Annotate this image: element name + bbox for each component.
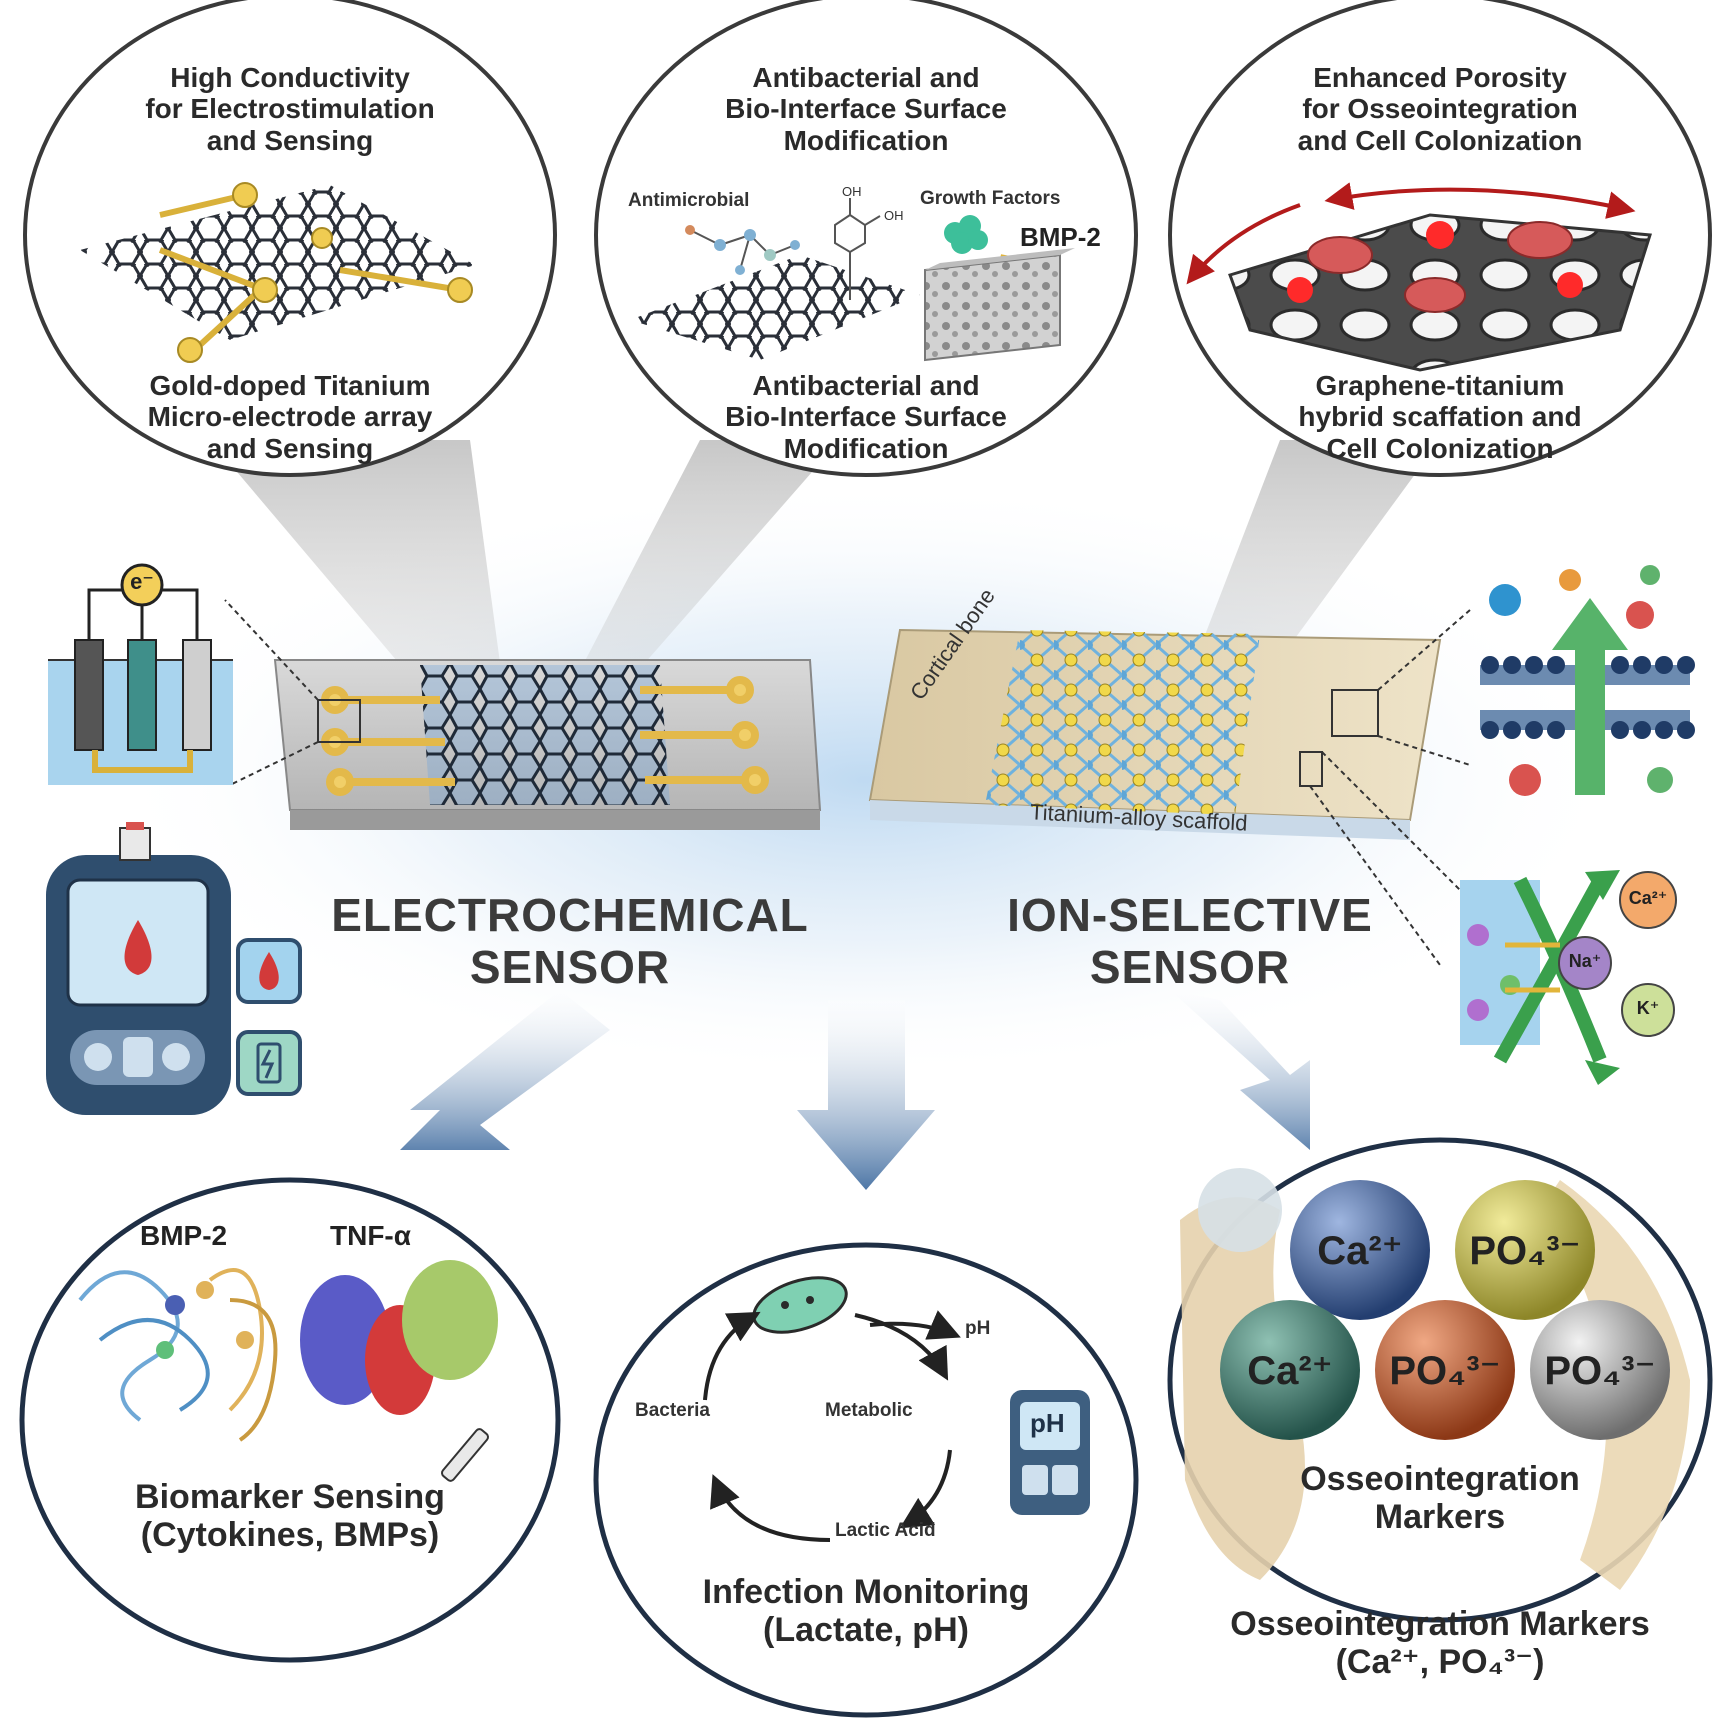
sphere-3: [1375, 1300, 1515, 1440]
flow-arrows: [400, 990, 1310, 1190]
growth-factors-label: Growth Factors: [920, 188, 1061, 209]
atoms: [685, 225, 800, 275]
ion-bubbles: [1558, 871, 1677, 1037]
sphere-4: [1530, 1300, 1670, 1440]
cycle-arrow-bacteria-up: [703, 1311, 761, 1401]
sphere-label-3: PO₄³⁻: [1389, 1349, 1501, 1393]
cycle-arrow-lactic-to-bacteria: [710, 1474, 831, 1542]
tnf-alpha-label: TNF-α: [330, 1220, 411, 1251]
sphere-label-4: PO₄³⁻: [1544, 1349, 1656, 1393]
bacterium-icon: [752, 1276, 848, 1334]
antimicrobial-label: Antimicrobial: [628, 190, 750, 211]
ph-meter-label: pH: [1030, 1408, 1065, 1438]
bmp2-label: BMP-2: [1020, 222, 1101, 252]
oh-label-2: OH: [884, 208, 904, 223]
sphere-label-0: Ca²⁺: [1317, 1229, 1403, 1273]
circle-infection: [593, 1242, 1139, 1718]
cycle-ph-label: pH: [965, 1318, 991, 1339]
tnf-alpha-surface: [300, 1260, 498, 1415]
ion-bubble-ca: [1619, 871, 1677, 929]
membrane-ion-channel-icon: [1480, 565, 1695, 796]
circle-conductivity: [23, 0, 557, 477]
cycle-arrow-to-ph: [869, 1310, 961, 1340]
cycle-arrow-bacteria-to-metabolic: [854, 1313, 949, 1381]
migration-arrow-left: [1186, 203, 1301, 285]
cycle-arrow-metabolic-to-lactic: [899, 1449, 952, 1529]
blood-drop-tile-icon: [236, 938, 302, 1004]
migration-arrow-top: [1324, 182, 1636, 219]
sphere-label-1: PO₄³⁻: [1469, 1229, 1581, 1273]
zoom-box: [317, 699, 361, 743]
cycle-bacteria-label: Bacteria: [635, 1400, 710, 1421]
glucometer-icon: [46, 822, 231, 1115]
oh-label-1: OH: [842, 184, 862, 199]
ph-meter-icon: [1010, 1390, 1090, 1515]
sphere-0: [1290, 1180, 1430, 1320]
graphene-sheet-gold: [80, 182, 475, 363]
upward-green-arrow-icon: [1552, 598, 1628, 795]
ion-ca-label: Ca²⁺: [1628, 888, 1668, 908]
porous-block: [924, 248, 1075, 362]
sphere-label-2: Ca²⁺: [1247, 1349, 1333, 1393]
circle-porosity: [1168, 0, 1712, 477]
bmp2-protein-ribbon: [78, 1268, 278, 1442]
sphere-2: [1220, 1300, 1360, 1440]
biomarker-caption: Biomarker Sensing(Cytokines, BMPs): [135, 1478, 445, 1555]
cycle-metabolic-label: Metabolic: [825, 1400, 913, 1421]
electrochemical-cell-icon: [48, 563, 233, 785]
ion-selective-chip: [868, 609, 1471, 966]
ion-na-label: Na⁺: [1568, 951, 1602, 971]
electron-symbol: e⁻: [130, 569, 154, 594]
electrochemical-chip: [224, 599, 822, 830]
battery-tile-icon: [236, 1030, 302, 1096]
sphere-1: [1455, 1180, 1595, 1320]
cycle-lactic-label: Lactic Acid: [835, 1520, 936, 1541]
zoom-box-upper: [1331, 689, 1379, 737]
circle-antibacterial: [594, 0, 1138, 477]
ion-bubble-na: [1558, 936, 1612, 990]
infection-caption: Infection Monitoring(Lactate, pH): [702, 1573, 1030, 1650]
red-flares: [1287, 221, 1583, 303]
ion-bubble-k: [1621, 983, 1675, 1037]
cells: [1307, 221, 1573, 313]
circle-biomarker: [19, 1177, 561, 1663]
bmp-cluster: [944, 215, 988, 254]
pipette-icon: [440, 1428, 490, 1482]
ion-spheres: [1220, 1180, 1670, 1440]
ion-k-label: K⁺: [1636, 998, 1660, 1018]
osseo-outer-caption: Osseointegration Markers(Ca²⁺, PO₄³⁻): [1230, 1605, 1650, 1682]
bmp2-protein-label: BMP-2: [140, 1220, 228, 1251]
